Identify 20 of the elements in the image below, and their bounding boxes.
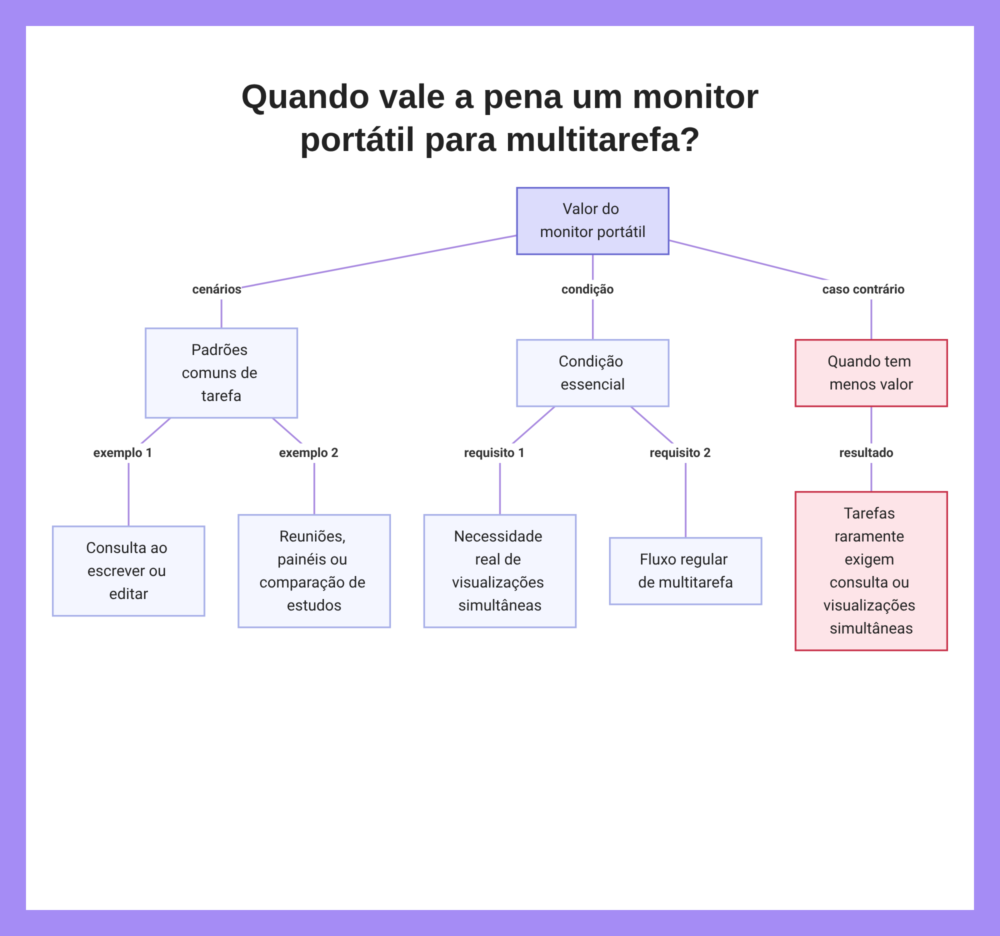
edge-label: exemplo 2	[278, 445, 339, 460]
node-box	[423, 514, 577, 628]
node-box	[144, 328, 298, 419]
card-background: Quando vale a pena um monitor portátil para multitarefa? cenários condição caso contrário exemplo 1 exemplo 2 requisito 1 requisito 2 resultado Valor do monitor portátil Padrões comuns de tarefa Condição essencial Quando tem menos valor Consulta ao escrever ou editar Reuniões, painéis ou comparação de estudos Necessidade real de visualizações simultâneas Fluxo regular de multitarefa Tarefas raramente exigem consulta ou visualizações simultâneas	[26, 26, 974, 910]
edge-label: exemplo 1	[93, 445, 153, 460]
node-box	[238, 514, 391, 628]
edge-label: requisito 1	[464, 445, 526, 460]
node-box	[794, 491, 948, 652]
edge-label: condição	[561, 282, 614, 297]
edge-label: resultado	[839, 445, 894, 460]
node-box	[52, 526, 206, 617]
node-box	[516, 339, 670, 408]
node-box	[794, 339, 948, 408]
edge-label: requisito 2	[650, 445, 711, 460]
title: Quando vale a pena um monitor portátil para multitarefa?	[240, 77, 760, 160]
edge-label: cenários	[192, 282, 242, 297]
node-box	[609, 537, 762, 606]
edge-label: caso contrário	[822, 282, 905, 297]
node-box	[516, 186, 670, 256]
connector	[220, 234, 518, 328]
